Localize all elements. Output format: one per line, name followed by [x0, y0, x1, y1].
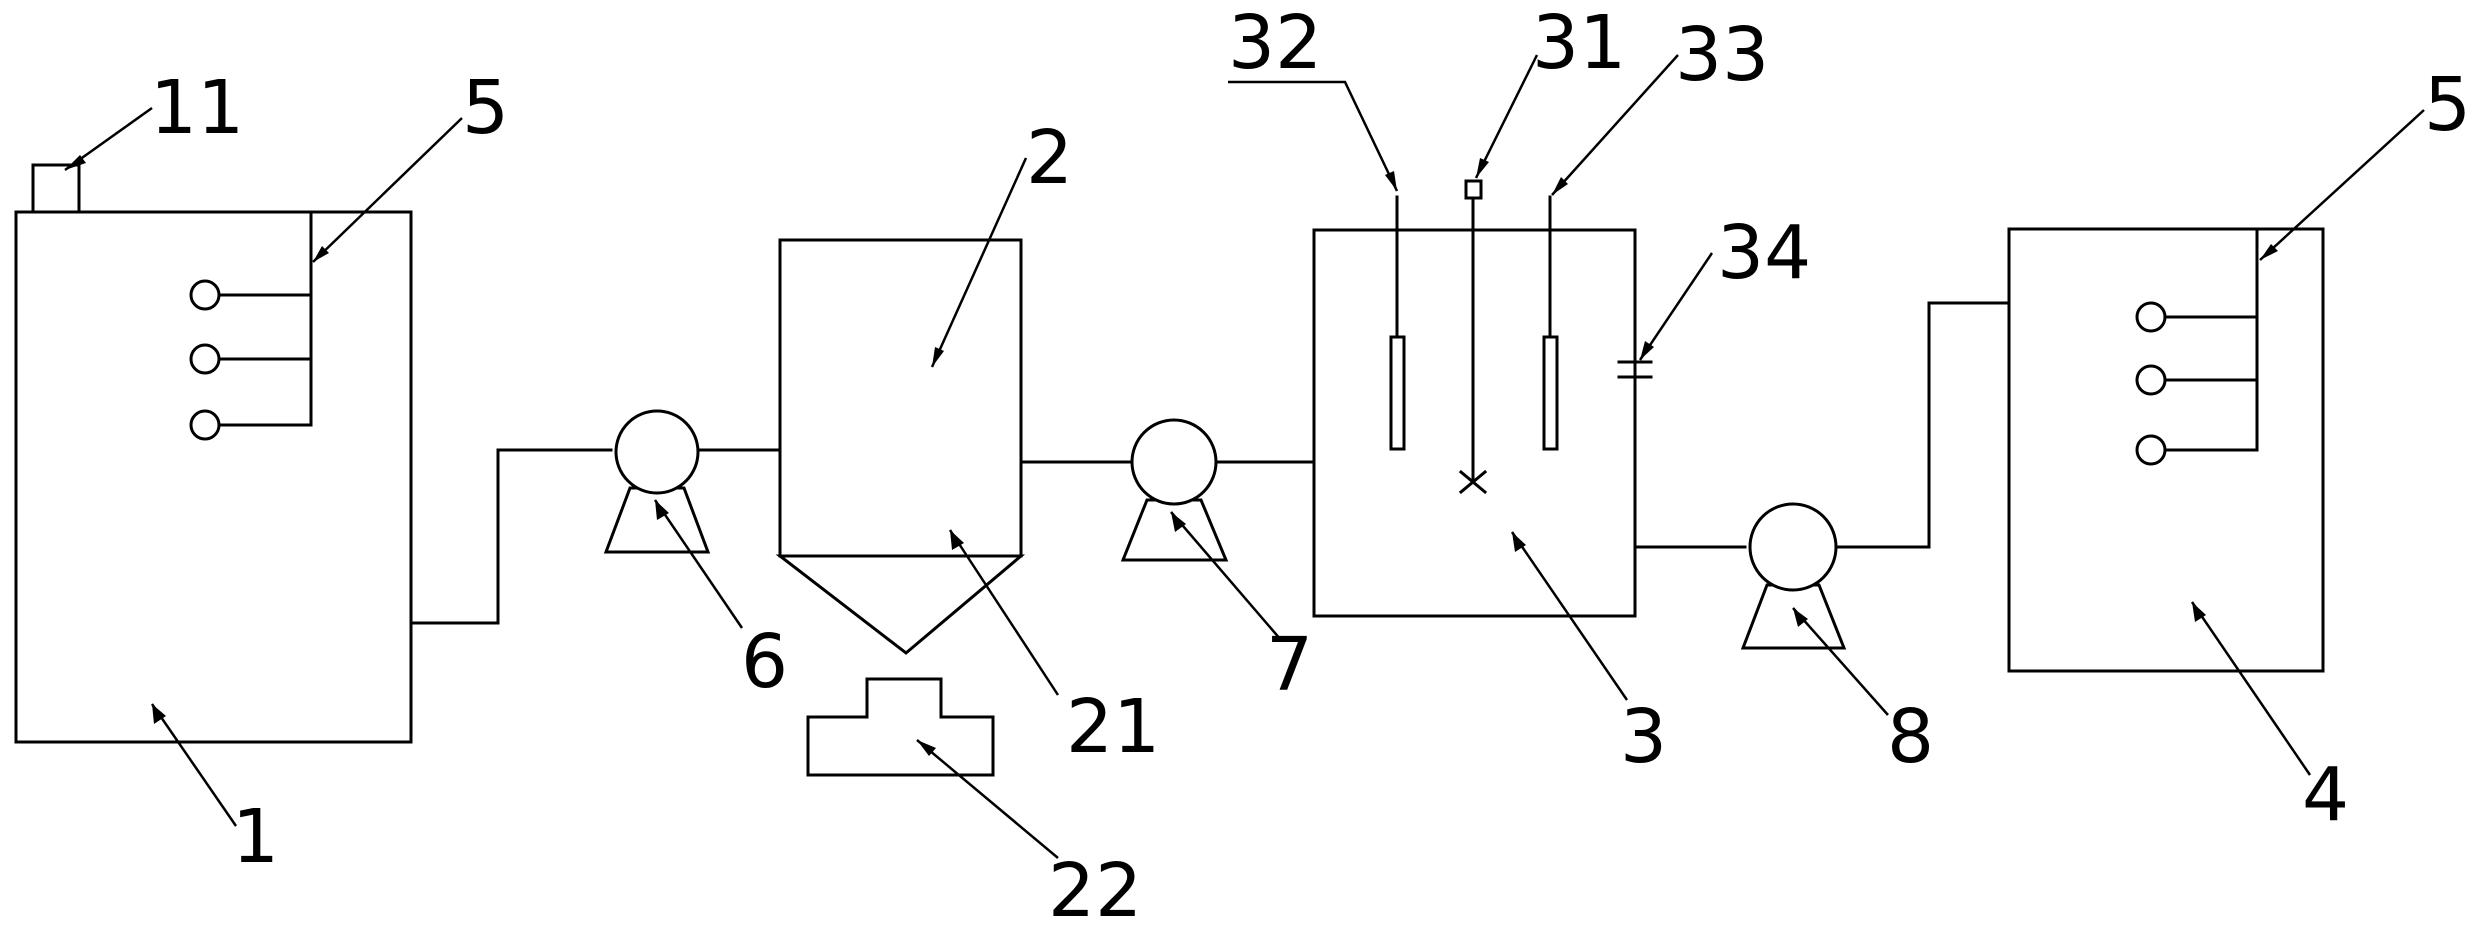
label-8: 8 — [1887, 694, 1934, 780]
leader-lines — [64, 54, 2425, 859]
label-5-right: 5 — [2424, 62, 2471, 148]
label-33: 33 — [1675, 12, 1769, 98]
labels: 1 11 5 6 2 21 22 7 32 31 33 34 3 8 5 4 — [150, 0, 2471, 931]
pipe-1-to-6 — [409, 448, 613, 625]
pump-8 — [1740, 502, 1847, 650]
impeller — [1458, 469, 1488, 495]
sensor-array-5-right — [2135, 227, 2259, 466]
label-32: 32 — [1228, 0, 1322, 86]
element-34 — [1617, 360, 1653, 379]
base-22 — [806, 677, 995, 777]
label-2: 2 — [1026, 115, 1073, 201]
pump-6 — [603, 409, 711, 554]
label-31: 31 — [1532, 0, 1626, 86]
pipe-8-to-4 — [1834, 301, 2011, 549]
fitting-11 — [31, 163, 81, 214]
motor-31 — [1464, 179, 1483, 200]
label-6: 6 — [741, 619, 788, 705]
electrode-32 — [1389, 335, 1406, 451]
tank-1 — [14, 163, 413, 744]
tank-4 — [2007, 227, 2325, 673]
label-7: 7 — [1266, 622, 1313, 708]
label-4: 4 — [2302, 752, 2349, 838]
label-21: 21 — [1066, 684, 1160, 770]
label-34: 34 — [1717, 210, 1811, 296]
label-3: 3 — [1620, 694, 1667, 780]
label-22: 22 — [1048, 848, 1142, 931]
label-11: 11 — [150, 65, 244, 151]
label-5-left: 5 — [462, 65, 509, 151]
electrode-33 — [1542, 335, 1559, 451]
reactor-3 — [1312, 179, 1653, 618]
pump-7 — [1120, 418, 1229, 562]
sensor-array-5-left — [189, 210, 313, 441]
label-1: 1 — [232, 794, 279, 880]
cone-21 — [775, 554, 1026, 655]
vessel-2 — [775, 238, 1026, 655]
